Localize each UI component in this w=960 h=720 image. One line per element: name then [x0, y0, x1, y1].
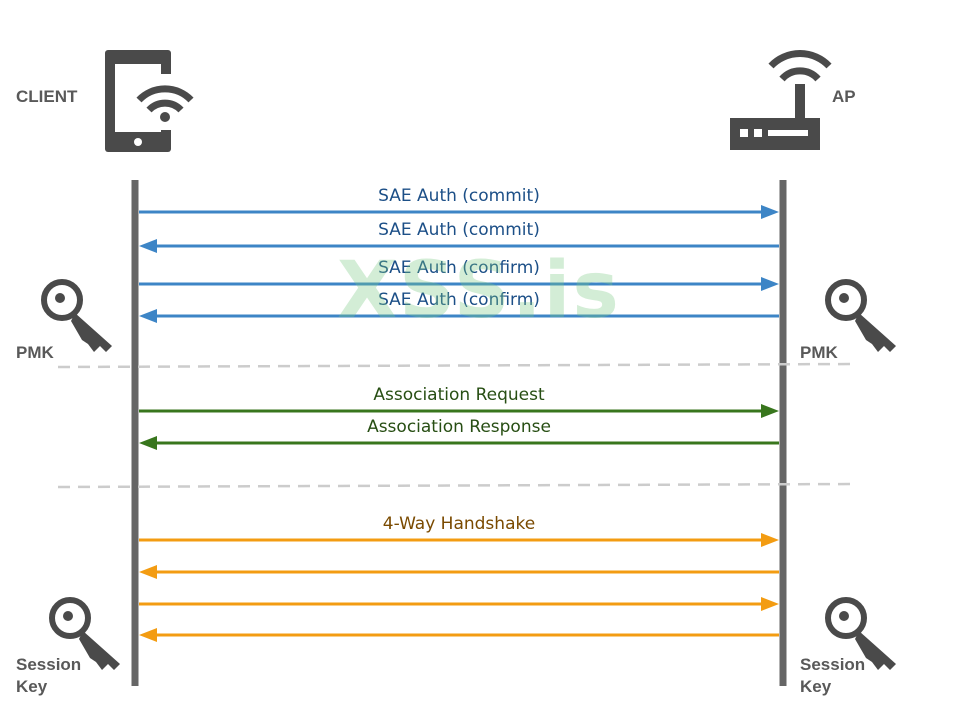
message-arrowhead — [761, 597, 779, 611]
message-label: Association Response — [367, 417, 551, 437]
session-key-line1: Session — [800, 655, 866, 674]
session-key-line2: Key — [800, 677, 832, 696]
ap-label: AP — [832, 87, 856, 106]
router-icon — [730, 50, 832, 150]
message-arrowhead — [139, 239, 157, 253]
message-arrowhead — [139, 565, 157, 579]
message-arrowhead — [139, 309, 157, 323]
message-label: SAE Auth (commit) — [378, 186, 540, 206]
message-label: SAE Auth (confirm) — [378, 290, 540, 310]
ap-session-key-label: Session Key — [800, 654, 865, 698]
message-arrowhead — [761, 533, 779, 547]
client-pmk-label: PMK — [16, 343, 54, 362]
session-key-line2: Key — [16, 677, 48, 696]
message-arrowhead — [139, 628, 157, 642]
message-label: SAE Auth (commit) — [378, 220, 540, 240]
key-icon — [825, 597, 896, 670]
message-arrowhead — [761, 404, 779, 418]
message-label: Association Request — [373, 385, 545, 405]
phase-divider — [57, 362, 859, 369]
message-arrows — [139, 205, 779, 642]
key-icon — [49, 597, 120, 670]
message-arrowhead — [761, 205, 779, 219]
session-key-line1: Session — [16, 655, 82, 674]
key-icon — [825, 279, 896, 352]
phase-divider — [57, 482, 859, 489]
phone-wifi-icon — [105, 50, 194, 152]
client-session-key-label: Session Key — [16, 654, 81, 698]
message-label: 4-Way Handshake — [382, 514, 536, 534]
message-arrowhead — [139, 436, 157, 450]
ap-pmk-label: PMK — [800, 343, 838, 362]
client-label: CLIENT — [16, 87, 78, 106]
message-arrowhead — [761, 277, 779, 291]
message-label: SAE Auth (confirm) — [378, 258, 540, 278]
key-icon — [41, 279, 112, 352]
